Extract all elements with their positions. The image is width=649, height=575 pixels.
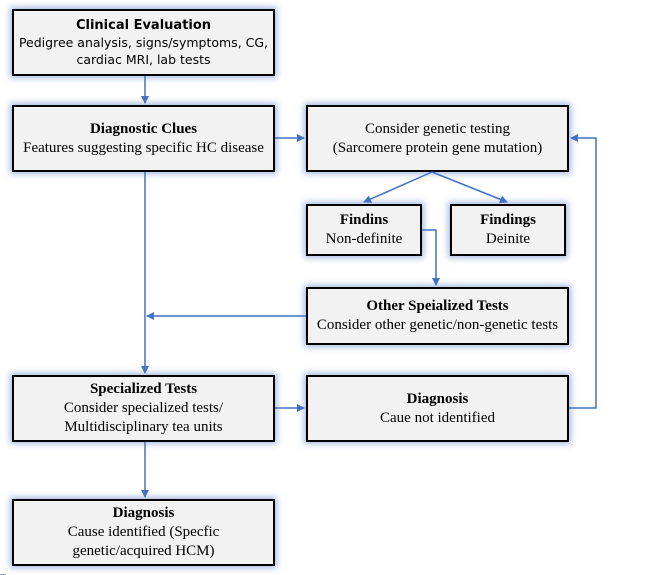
diagnosis-not-identified-box: Diagnosis Caue not identified <box>306 375 569 442</box>
clinical-evaluation-box: Clinical Evaluation Pedigree analysis, s… <box>12 9 275 76</box>
clinical-evaluation-line-1: Pedigree analysis, signs/symptoms, CG, <box>18 35 269 50</box>
diagnosis-identified-line-1: Cause identified (Specfic <box>67 524 220 540</box>
diagnosis-not-identified-title: Diagnosis <box>406 390 469 407</box>
consider-genetic-testing-line-2: (Sarcomere protein gene mutation) <box>332 139 543 156</box>
specialized-tests-line-2: Multidisciplinary tea units <box>64 419 223 435</box>
other-specialized-tests-box: Other Speialized Tests Consider other ge… <box>306 287 569 345</box>
diagnostic-clues-title: Diagnostic Clues <box>89 120 198 137</box>
diagnosis-not-identified-line-1: Caue not identified <box>380 409 495 426</box>
arrow-genetic-testing-to-findings <box>431 171 508 204</box>
other-specialized-tests-line-1: Consider other genetic/non-genetic tests <box>316 317 559 333</box>
other-specialized-tests-title: Other Speialized Tests <box>366 298 509 314</box>
specialized-tests-line-1: Consider specialized tests/ <box>63 400 224 416</box>
findings-line-1: Deinite <box>485 231 531 247</box>
findings-title: Findings <box>480 212 536 228</box>
arrow-findins-to-other-tests <box>422 229 440 286</box>
specialized-tests-title: Specialized Tests <box>89 381 198 397</box>
specialized-tests-box: Specialized Tests Consider specialized t… <box>12 375 275 442</box>
diagnosis-identified-line-2: genetic/acquired HCM) <box>72 543 215 559</box>
findins-title: Findins <box>339 212 389 228</box>
diagnostic-clues-box: Diagnostic Clues Features suggesting spe… <box>12 105 275 172</box>
arrow-not-identified-loop-to-genetic-testing <box>569 134 597 409</box>
diagnosis-identified-box: Diagnosis Cause identified (Specfic gene… <box>12 499 275 566</box>
findins-box: Findins Non-definite <box>306 204 422 256</box>
clinical-evaluation-line-2: cardiac MRI, lab tests <box>76 52 211 67</box>
clinical-evaluation-title: Clinical Evaluation <box>75 18 212 33</box>
consider-genetic-testing-box: Consider genetic testing (Sarcomere prot… <box>306 105 569 172</box>
findings-box: Findings Deinite <box>450 204 566 256</box>
consider-genetic-testing-line-1: Consider genetic testing <box>365 120 510 137</box>
diagnosis-identified-title: Diagnosis <box>112 505 175 521</box>
arrow-genetic-testing-to-findins <box>363 171 433 203</box>
findins-line-1: Non-definite <box>325 231 403 247</box>
diagnostic-clues-line-1: Features suggesting specific HC disease <box>23 139 264 156</box>
